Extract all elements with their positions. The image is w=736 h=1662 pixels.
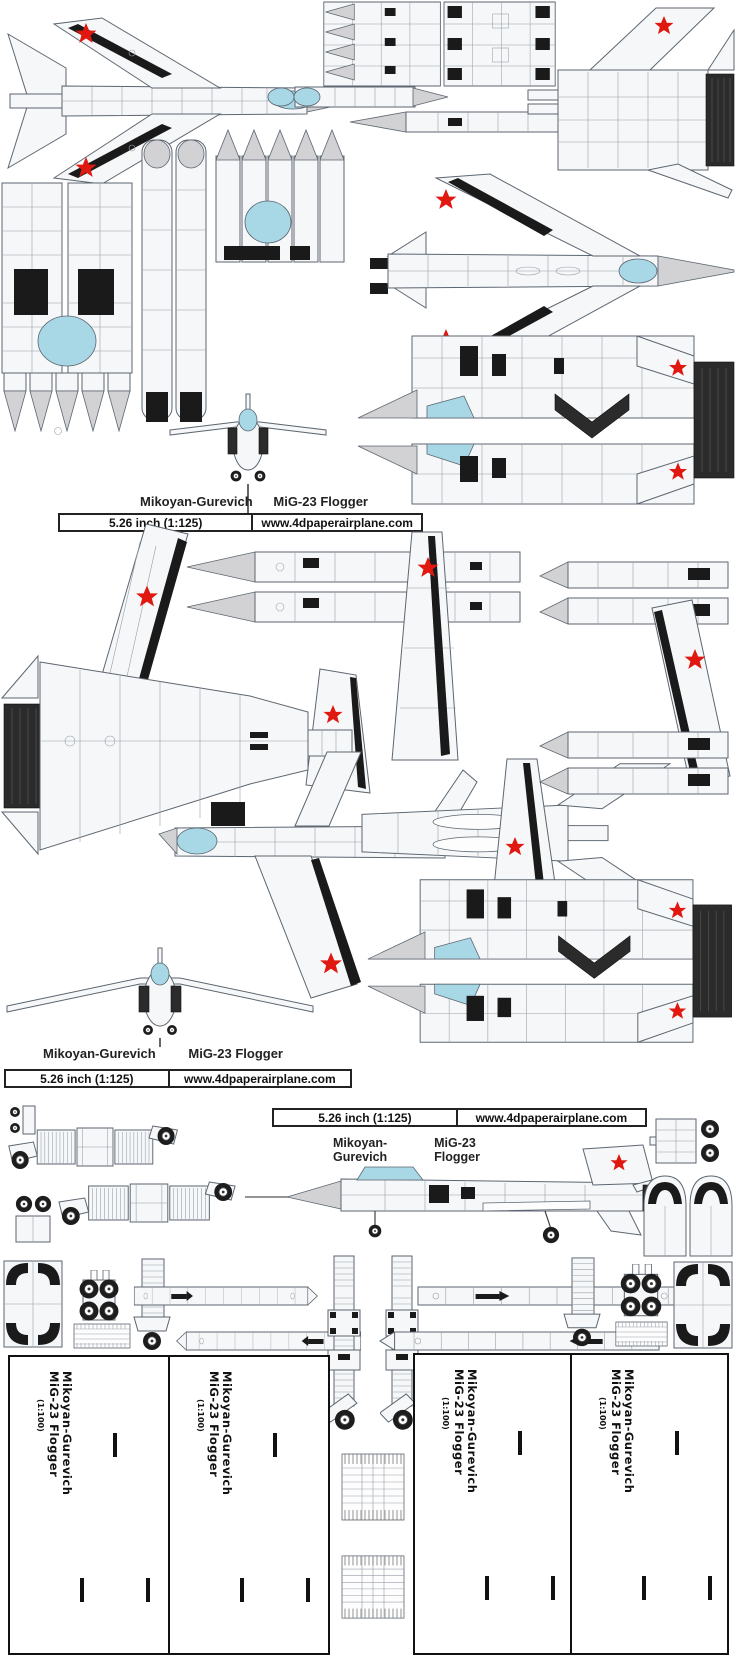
- model-name-label: MiG-23 Flogger: [188, 1046, 283, 1061]
- scale-bar-3: 5.26 inch (1:125) www.4dpaperairplane.co…: [272, 1108, 647, 1127]
- red-star-icon: [435, 189, 457, 209]
- card-line2: MiG-23 Flogger: [207, 1371, 221, 1478]
- wheel-bracket-part: [649, 1118, 720, 1164]
- fold-mark: [485, 1576, 489, 1600]
- gear-strut-right: [562, 1256, 602, 1351]
- corner-wheel-box-right: [673, 1261, 733, 1349]
- wheel-cluster-right: [616, 1264, 666, 1324]
- card-line1: Mikoyan-Gurevich: [220, 1371, 234, 1496]
- wheel-icon: [230, 470, 242, 482]
- card-scale: (1:100): [36, 1399, 45, 1432]
- grille-strip-right: [615, 1321, 668, 1347]
- landing-gear-arm-2: [55, 1178, 243, 1228]
- fold-mark: [708, 1576, 712, 1600]
- model-name-label: MiG-23 Flogger: [273, 494, 368, 509]
- spine-strip-right-2: [539, 731, 729, 795]
- card-box-right: Mikoyan-Gurevich MiG-23 Flogger (1:100) …: [413, 1353, 729, 1655]
- canopy-nose-strip: [267, 86, 449, 108]
- manufacturer-label: Mikoyan-Gurevich: [43, 1046, 156, 1061]
- card-title: Mikoyan-Gurevich MiG-23 Flogger (1:100): [596, 1369, 636, 1494]
- tail-fin-part-3: [492, 758, 558, 898]
- model-label-2: Mikoyan-Gurevich MiG-23 Flogger: [43, 1046, 283, 1061]
- tail-fin-part-1: [391, 531, 459, 761]
- fold-mark: [113, 1433, 117, 1457]
- plane-side-profile: [245, 1144, 664, 1244]
- card-line2: MiG-23 Flogger: [47, 1371, 61, 1478]
- parts-panel-fuselage-segments: [323, 1, 556, 87]
- wheel-cluster-left: [75, 1270, 123, 1328]
- fold-mark: [518, 1431, 522, 1455]
- scale-bar-2: 5.26 inch (1:125) www.4dpaperairplane.co…: [4, 1069, 352, 1088]
- wheel-icon: [166, 1024, 178, 1036]
- gear-arm-thin-1: [133, 1286, 318, 1306]
- model-label-3: Mikoyan-Gurevich MiG-23 Flogger: [333, 1136, 519, 1164]
- fold-mark: [80, 1578, 84, 1602]
- parts-card-3: Mikoyan-Gurevich MiG-23 Flogger (1:100): [415, 1355, 572, 1653]
- wheel-icon: [542, 1226, 560, 1244]
- wheel-icon: [9, 1106, 21, 1118]
- fold-mark: [240, 1578, 244, 1602]
- card-scale: (1:100): [598, 1397, 607, 1430]
- model-name-label: MiG-23 Flogger: [434, 1136, 480, 1164]
- wheel-pair-box-part: [15, 1195, 52, 1243]
- wheel-fender-part: [643, 1175, 733, 1257]
- card-line1: Mikoyan-Gurevich: [622, 1369, 636, 1494]
- scale-text: 5.26 inch (1:125): [60, 515, 254, 530]
- fold-mark: [146, 1578, 150, 1602]
- corner-wheel-box-left: [3, 1260, 63, 1348]
- landing-gear-arm-1: [5, 1122, 185, 1172]
- wheel-icon: [700, 1143, 720, 1163]
- manufacturer-label: Mikoyan-Gurevich: [140, 494, 253, 509]
- card-scale: (1:100): [441, 1397, 450, 1430]
- scale-bar-1: 5.26 inch (1:125) www.4dpaperairplane.co…: [58, 513, 423, 532]
- fuselage-side-halves-pair-1: [342, 328, 736, 512]
- scale-text: 5.26 inch (1:125): [274, 1110, 458, 1125]
- parts-card-4: Mikoyan-Gurevich MiG-23 Flogger (1:100): [572, 1355, 727, 1653]
- card-title: Mikoyan-Gurevich MiG-23 Flogger (1:100): [439, 1369, 479, 1494]
- wheel-icon: [15, 1195, 33, 1213]
- pylon-nose-strip: [349, 111, 582, 133]
- wheel-icon: [254, 470, 266, 482]
- fold-mark: [675, 1431, 679, 1455]
- wheel-icon: [142, 1024, 154, 1036]
- parts-columns-middle: [141, 128, 345, 422]
- card-line1: Mikoyan-Gurevich: [465, 1369, 479, 1494]
- website-text: www.4dpaperairplane.com: [184, 1071, 336, 1086]
- card-line1: Mikoyan-Gurevich: [60, 1371, 74, 1496]
- parts-card-1: Mikoyan-Gurevich MiG-23 Flogger (1:100): [10, 1357, 170, 1653]
- plane-rear-top-view-large: [0, 654, 353, 856]
- website-text: www.4dpaperairplane.com: [261, 515, 413, 530]
- small-wheel-pair-part: [9, 1105, 36, 1135]
- wheel-icon: [368, 1224, 382, 1238]
- card-line2: MiG-23 Flogger: [609, 1369, 623, 1476]
- fuselage-side-halves-pair-2: [350, 872, 736, 1050]
- website-text: www.4dpaperairplane.com: [475, 1110, 628, 1125]
- plane-front-view-2: [6, 947, 314, 1047]
- grille-panel-mid-1: [341, 1453, 405, 1521]
- plane-front-view-1: [169, 393, 327, 520]
- scale-text: 5.26 inch (1:125): [6, 1071, 170, 1086]
- fold-mark: [273, 1433, 277, 1457]
- card-scale: (1:100): [196, 1399, 205, 1432]
- model-label-1: Mikoyan-Gurevich MiG-23 Flogger: [140, 494, 368, 509]
- wheel-icon: [700, 1119, 720, 1139]
- plane-rear-bottom-view: [527, 7, 735, 199]
- fold-mark: [551, 1576, 555, 1600]
- grille-strip-left: [73, 1323, 131, 1349]
- wheel-icon: [34, 1195, 52, 1213]
- card-line2: MiG-23 Flogger: [452, 1369, 466, 1476]
- manufacturer-label: Mikoyan-Gurevich: [333, 1136, 388, 1164]
- card-title: Mikoyan-Gurevich MiG-23 Flogger (1:100): [34, 1371, 74, 1496]
- card-box-left: Mikoyan-Gurevich MiG-23 Flogger (1:100) …: [8, 1355, 330, 1655]
- grille-panel-mid-2: [341, 1555, 405, 1619]
- parts-card-2: Mikoyan-Gurevich MiG-23 Flogger (1:100): [170, 1357, 328, 1653]
- fold-mark: [306, 1578, 310, 1602]
- fold-mark: [642, 1576, 646, 1600]
- card-title: Mikoyan-Gurevich MiG-23 Flogger (1:100): [194, 1371, 234, 1496]
- parts-columns-left: [1, 182, 133, 435]
